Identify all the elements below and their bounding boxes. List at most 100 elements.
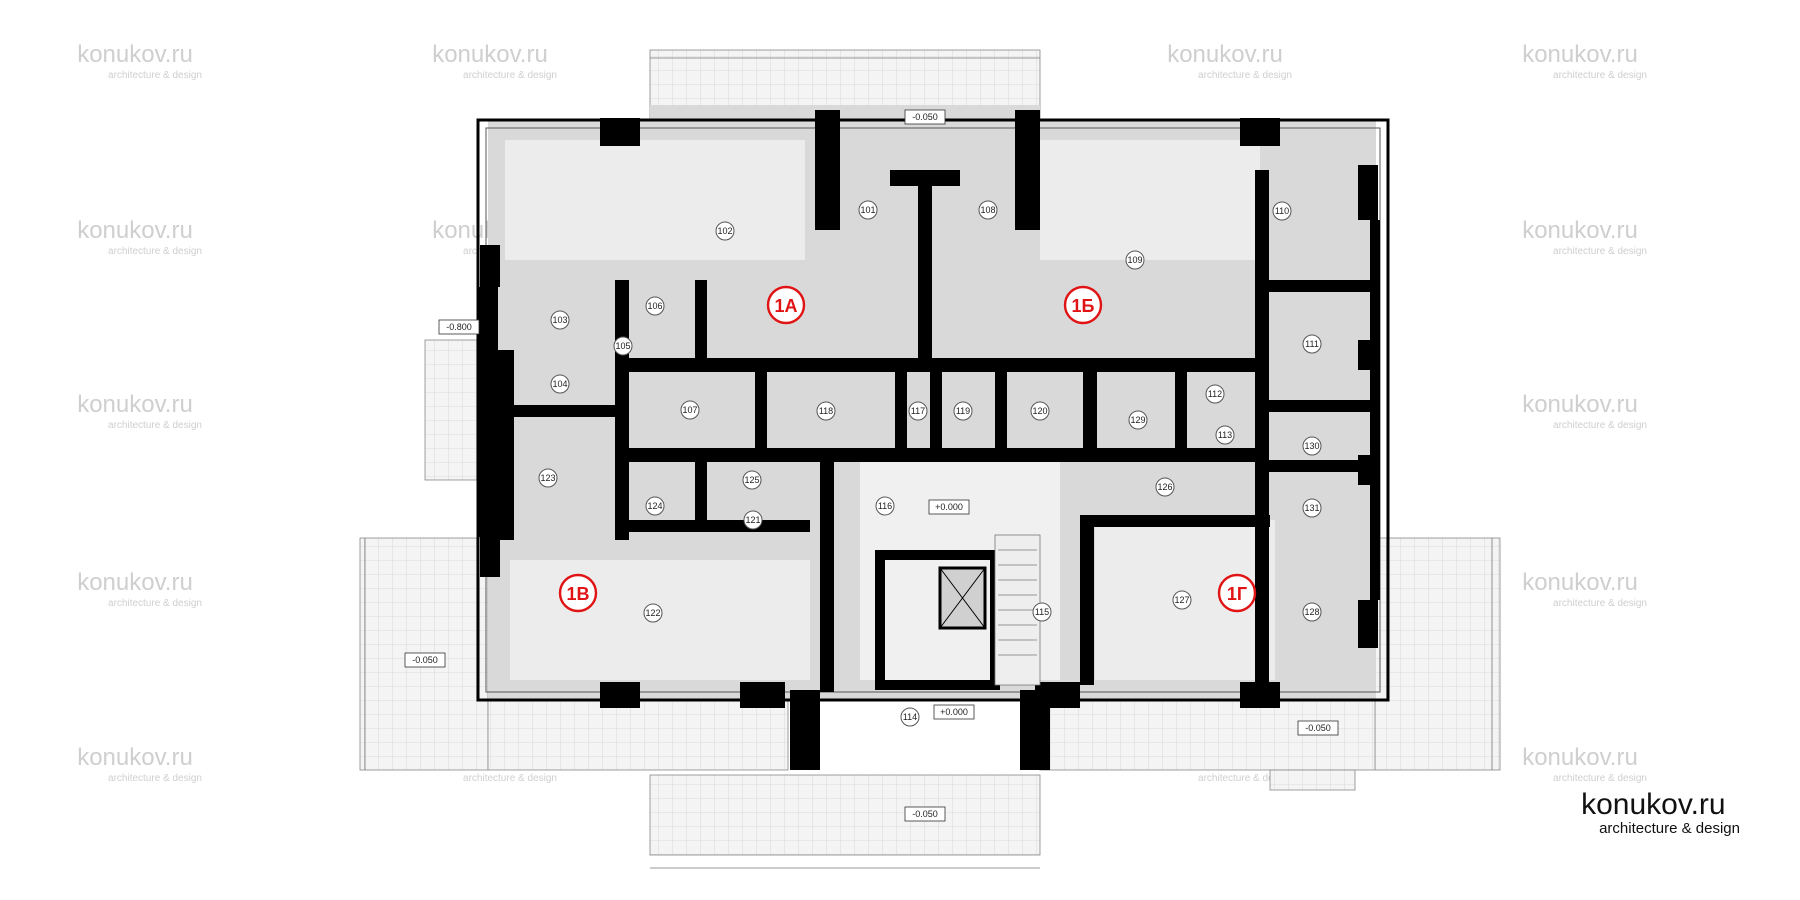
watermark-name: konukov.ru — [77, 744, 193, 771]
room-tag-129: 129 — [1128, 410, 1148, 430]
level-mark: -0.050 — [1297, 720, 1339, 736]
level-value: -0.800 — [446, 322, 472, 332]
apartment-tag-4: 1Г — [1217, 573, 1257, 613]
room-number: 130 — [1304, 441, 1319, 451]
room-number: 112 — [1208, 389, 1222, 399]
level-value: -0.050 — [1305, 723, 1331, 733]
watermark-subtitle: architecture & design — [108, 70, 202, 81]
room-number: 120 — [1032, 406, 1047, 416]
watermark-name: konukov.ru — [1522, 744, 1638, 771]
room-number: 126 — [1157, 482, 1172, 492]
level-mark: -0.050 — [904, 806, 946, 822]
level-mark: -0.050 — [904, 109, 946, 125]
room-tag-124: 124 — [645, 496, 665, 516]
level-value: -0.050 — [912, 809, 938, 819]
room-number: 101 — [860, 205, 875, 215]
room-number: 127 — [1174, 595, 1189, 605]
watermark-name: konukov.ru — [77, 569, 193, 596]
room-tag-125: 125 — [742, 470, 762, 490]
room-tag-130: 130 — [1302, 436, 1322, 456]
room-number: 122 — [645, 608, 660, 618]
watermark: konukov.ru architecture & design — [77, 569, 202, 609]
room-tag-127: 127 — [1172, 590, 1192, 610]
watermark-name: konukov.ru — [77, 217, 193, 244]
room-number: 119 — [956, 406, 970, 416]
room-tag-128: 128 — [1302, 602, 1322, 622]
watermark: konukov.ru architecture & design — [77, 744, 202, 784]
room-number: 109 — [1127, 255, 1142, 265]
apartment-label: 1В — [566, 584, 589, 604]
watermark: konukov.ru architecture & design — [77, 217, 202, 257]
watermark-subtitle: architecture & design — [1553, 70, 1647, 81]
watermark-subtitle: architecture & design — [1553, 773, 1647, 784]
watermark-subtitle: architecture & design — [1553, 246, 1647, 257]
level-mark: +0.000 — [928, 499, 970, 515]
room-tag-107: 107 — [680, 400, 700, 420]
watermark-subtitle: architecture & design — [1553, 420, 1647, 431]
room-number: 123 — [540, 473, 555, 483]
room-number: 110 — [1275, 206, 1289, 216]
room-tag-115: 115 — [1032, 602, 1052, 622]
level-value: +0.000 — [940, 707, 968, 717]
room-tag-117: 117 — [908, 401, 928, 421]
watermark-name: konukov.ru — [1522, 41, 1638, 68]
room-tag-110: 110 — [1272, 201, 1292, 221]
room-number: 129 — [1130, 415, 1145, 425]
room-tag-111: 111 — [1302, 334, 1322, 354]
watermark-subtitle: architecture & design — [108, 598, 202, 609]
watermark-name: konukov.ru — [1522, 569, 1638, 596]
room-tag-112: 112 — [1205, 384, 1225, 404]
room-tag-118: 118 — [816, 401, 836, 421]
room-tag-101: 101 — [858, 200, 878, 220]
room-tag-103: 103 — [550, 310, 570, 330]
brand-name: konukov.ru — [1581, 788, 1726, 821]
watermark-name: konukov.ru — [1522, 217, 1638, 244]
apartment-label: 1Б — [1072, 296, 1095, 316]
room-tag-120: 120 — [1030, 401, 1050, 421]
level-mark: -0.800 — [438, 319, 480, 335]
room-tag-104: 104 — [550, 374, 570, 394]
terrace-south-west — [487, 699, 789, 771]
level-mark: -0.050 — [404, 652, 446, 668]
room-number: 125 — [744, 475, 759, 485]
watermark-subtitle: architecture & design — [108, 246, 202, 257]
brand-logo: konukov.ru architecture & design — [1581, 790, 1740, 838]
room-tag-131: 131 — [1302, 498, 1322, 518]
room-tag-119: 119 — [953, 401, 973, 421]
level-tags: -0.050 -0.800 +0.000 +0.000 -0.050 -0.050 -0.0… — [404, 109, 1339, 822]
room-number: 113 — [1218, 430, 1232, 440]
level-value: -0.050 — [412, 655, 438, 665]
room-number: 116 — [878, 501, 892, 511]
room-number: 102 — [717, 226, 732, 236]
room-tag-114: 114 — [900, 707, 920, 727]
room-tag-102: 102 — [715, 221, 735, 241]
room-tag-121: 121 — [743, 510, 763, 530]
watermark-subtitle: architecture & design — [463, 773, 557, 784]
level-mark: +0.000 — [933, 704, 975, 720]
watermark: konukov.ru architecture & design — [1522, 744, 1647, 784]
room-number: 124 — [647, 501, 662, 511]
room-tag-116: 116 — [875, 496, 895, 516]
room-number: 118 — [819, 406, 833, 416]
room-tag-106: 106 — [645, 296, 665, 316]
terrace-south — [649, 774, 1041, 856]
watermark-subtitle: architecture & design — [1553, 598, 1647, 609]
watermark-subtitle: architecture & design — [1198, 773, 1292, 784]
room-number: 107 — [682, 405, 697, 415]
room-number: 114 — [903, 712, 917, 722]
room-tag-113: 113 — [1215, 425, 1235, 445]
watermark-subtitle: architecture & design — [108, 773, 202, 784]
room-tag-123: 123 — [538, 468, 558, 488]
room-number: 128 — [1304, 607, 1319, 617]
room-number: 103 — [552, 315, 567, 325]
level-value: -0.050 — [912, 112, 938, 122]
room-tag-105: 105 — [613, 336, 633, 356]
terrace-east — [1374, 537, 1501, 771]
